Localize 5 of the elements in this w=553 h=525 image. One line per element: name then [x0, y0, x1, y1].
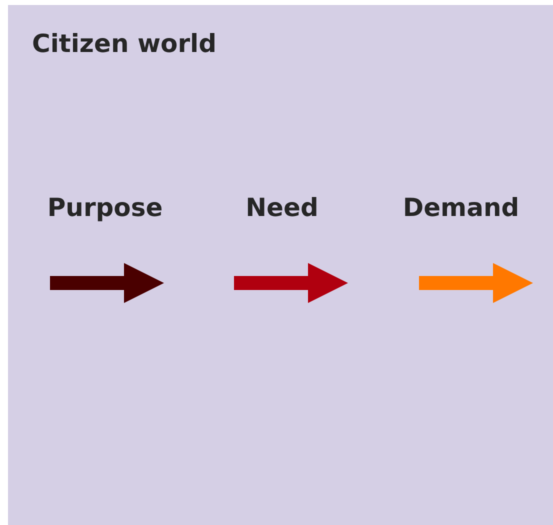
panel-title: Citizen world: [32, 29, 217, 58]
stage-label: Purpose: [47, 193, 163, 222]
panel-background: [8, 5, 553, 525]
stage-label: Demand: [402, 193, 520, 222]
stage-label: Need: [246, 193, 318, 222]
